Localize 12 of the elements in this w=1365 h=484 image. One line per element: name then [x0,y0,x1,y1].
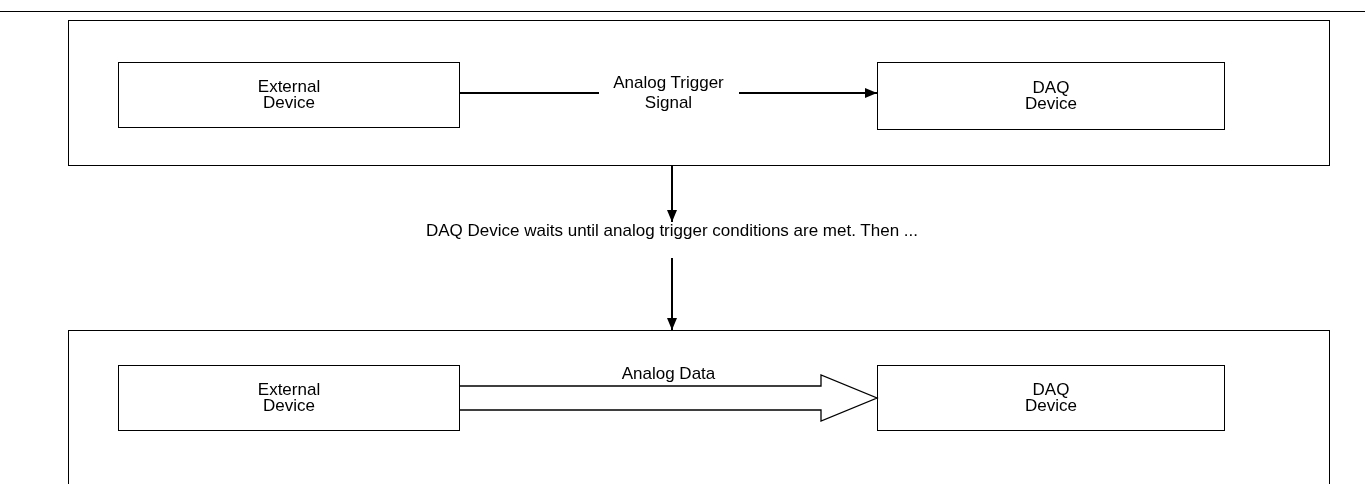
device-box: External Device [118,62,460,128]
device-box: DAQ Device [877,365,1225,431]
note-text: DAQ Device waits until analog trigger conditions are met. Then ... [425,222,919,242]
panel-frame [68,330,1330,484]
device-box: External Device [118,365,460,431]
device-box: DAQ Device [877,62,1225,130]
panel-frame [68,20,1330,166]
edge-label: Analog Data [621,364,716,384]
arrow [667,257,677,331]
arrow [667,165,677,223]
edge-label: Analog Trigger Signal [598,73,739,113]
block-arrow [459,374,879,422]
